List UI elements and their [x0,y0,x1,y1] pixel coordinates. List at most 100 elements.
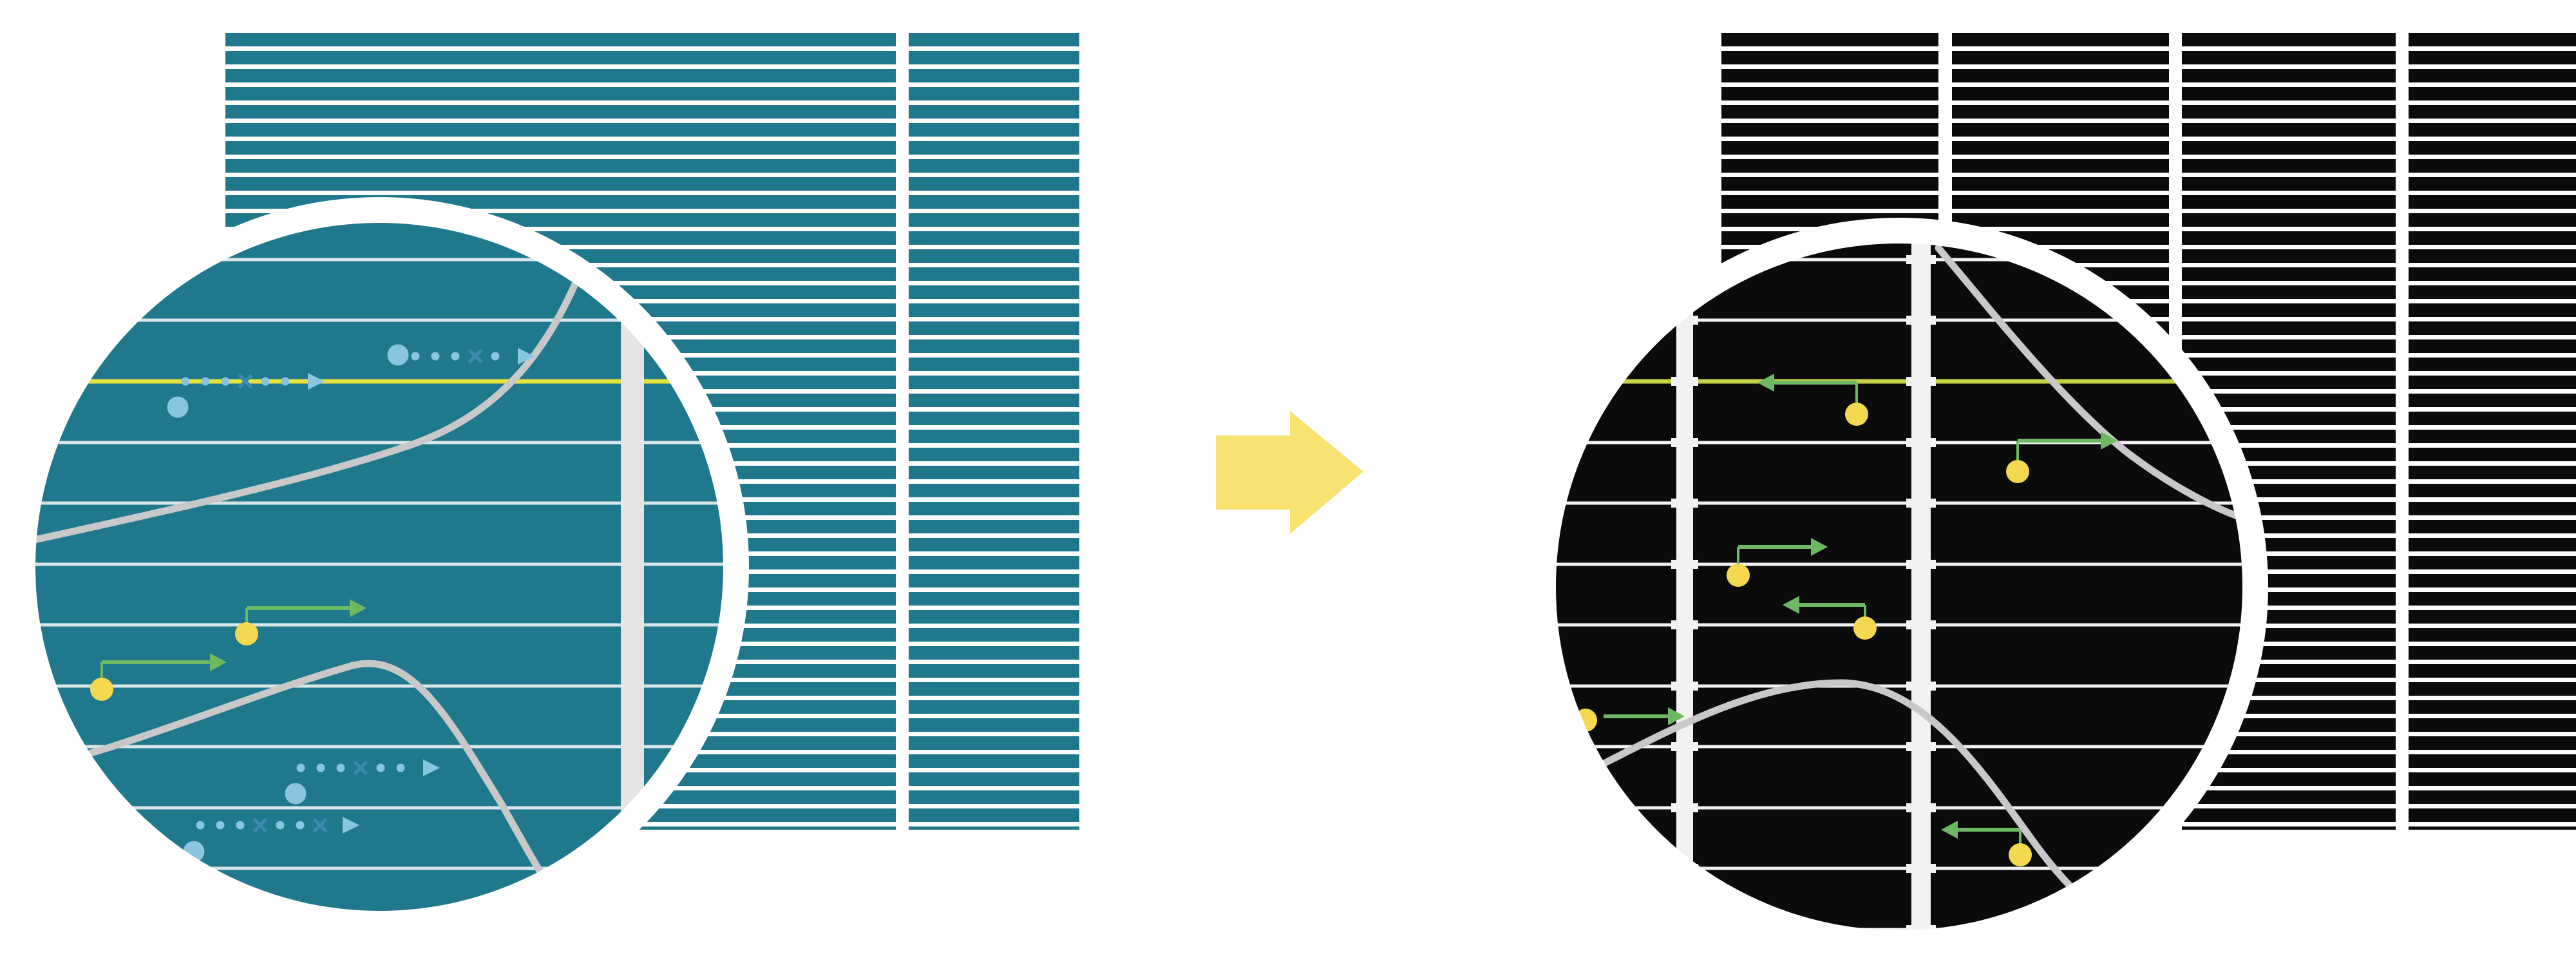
carrier-dot [90,678,113,701]
trail-arrowhead-icon [518,348,535,365]
magnifier-ring-left [10,197,749,937]
busbar-contact-pad [1906,255,1936,264]
carrier-arrow-group [1783,596,1877,640]
carrier-arrow-group [235,599,366,645]
busbar-contact-pad [1906,316,1936,325]
busbar [1676,243,1693,931]
left-solar-panel [909,33,1079,830]
finger-line [35,501,724,505]
busbar-contact-pad [1671,742,1698,751]
right-solar-panel [2409,33,2576,830]
highlighted-finger-line [1555,379,2243,384]
electron-dot [285,783,307,805]
busbar-contact-pad [1671,682,1698,691]
electron-scatter-trail [387,344,535,366]
carrier-dot [1845,403,1868,426]
trail-dot [296,821,305,830]
busbar-contact-pad [1906,377,1936,386]
carrier-arrow-group [1727,538,1828,587]
busbar-contact-pad [1906,803,1936,812]
trail-dot [296,763,305,772]
finger-line [1555,745,2243,749]
carrier-arrowhead-icon [1941,821,1958,839]
busbar-contact-pad [1906,925,1936,931]
finger-line [35,441,724,444]
carrier-arrow-group [2006,432,2117,483]
trail-dot [491,352,500,361]
trail-arrowhead-icon [423,759,440,776]
scatter-x-mark [354,761,368,775]
finger-line [35,806,724,810]
trail-arrowhead-icon [308,373,325,390]
grain-boundary-curve [1555,679,2129,931]
transition-arrow-icon [1216,411,1363,534]
busbar-contact-pad [1906,742,1936,751]
busbar-contact-pad [1906,499,1936,508]
busbar-contact-pad [1671,560,1698,569]
busbar-contact-pad [1906,620,1936,629]
finger-line [35,258,724,262]
finger-line [1555,318,2243,322]
busbar-contact-pad [1671,377,1698,386]
trail-dot [261,377,270,386]
electron-dot [167,396,189,418]
trail-dot [196,821,205,830]
carrier-arrowhead-icon [1811,538,1828,556]
trail-dot [236,821,245,830]
magnifier-inset-left-background [35,222,724,912]
carrier-arrowhead-icon [350,599,366,617]
trail-dot [431,352,440,361]
finger-line [35,866,724,870]
finger-line [35,623,724,627]
busbar-contact-pad [1906,682,1936,691]
carrier-dot [235,622,258,645]
electron-dot [387,344,409,366]
finger-line [1555,806,2243,810]
grain-boundary-curve [35,240,595,547]
finger-line [35,318,724,322]
trail-dot [336,763,345,772]
scatter-x-mark [253,818,267,832]
electron-scatter-trail [167,373,325,418]
scatter-x-mark [238,374,252,388]
trail-dot [216,821,225,830]
scatter-x-mark [313,818,327,832]
electron-scatter-trail [285,759,440,805]
finger-line [35,562,724,566]
busbar-contact-pad [1671,803,1698,812]
trail-dot [276,821,285,830]
busbar [1911,243,1931,931]
carrier-arrow-group [90,653,227,701]
carrier-arrowhead-icon [1757,374,1774,392]
finger-line [1555,258,2243,262]
trail-dot [451,352,460,361]
busbar-contact-pad [1671,620,1698,629]
trail-dot [316,763,325,772]
carrier-arrow-group [1757,374,1868,426]
trail-dot [181,377,190,386]
finger-line [1555,441,2243,444]
trail-dot [201,377,210,386]
magnifier-ring-right [1530,218,2268,956]
carrier-dot [1853,616,1877,640]
busbar-contact-pad [1906,438,1936,447]
highlighted-finger-line [35,379,724,384]
trail-dot [281,377,290,386]
finger-line [1555,562,2243,566]
carrier-arrowhead-icon [210,653,227,671]
finger-line [35,745,724,749]
busbar-contact-pad [1671,499,1698,508]
magnifier-inset-right-background [1555,243,2243,931]
magnifier-inset-right [1555,243,2243,931]
finger-line [1555,501,2243,505]
trail-dot [396,763,405,772]
busbar-contact-pad [1906,864,1936,873]
grain-boundary-curve [35,660,590,912]
scatter-x-mark [468,349,482,363]
finger-line [35,684,724,688]
carrier-dot [1727,564,1750,587]
finger-line [1555,866,2243,870]
